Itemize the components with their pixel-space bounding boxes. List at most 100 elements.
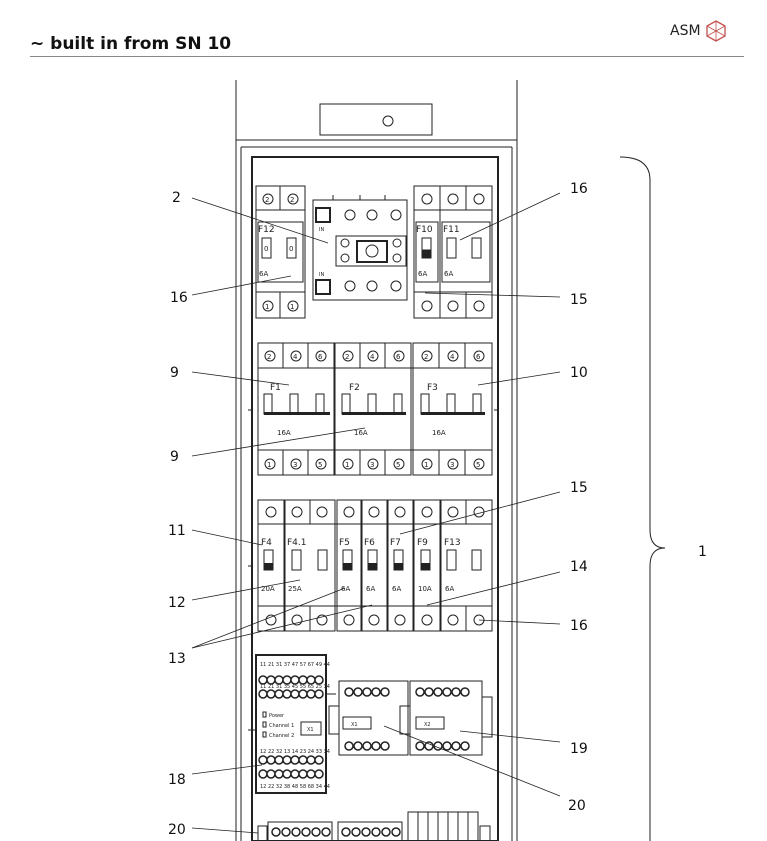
header-rule (30, 56, 744, 57)
callout-14: 14 (570, 559, 588, 575)
relay-top-labels: 11 21 31 37 47 57 67 49 44 (260, 662, 330, 668)
f3-mark-6: 6 (476, 353, 481, 361)
f13-name: F13 (444, 538, 461, 548)
relay-tag: X1 (307, 727, 314, 733)
f3-mark-4: 4 (450, 353, 455, 361)
f6-name: F6 (364, 538, 375, 548)
callout-20-right: 20 (568, 798, 586, 814)
f5-name: F5 (339, 538, 350, 548)
f12-mark-2a: 2 (265, 196, 269, 204)
f10-name: F10 (416, 225, 433, 235)
f3-mark-5: 5 (476, 461, 480, 469)
f1-rating: 16A (277, 429, 291, 437)
f2-mark-6: 6 (396, 353, 401, 361)
callout-1: 1 (698, 544, 707, 560)
callout-15-top: 15 (570, 292, 588, 308)
f3-mark-1: 1 (424, 461, 428, 469)
callout-16-left: 16 (170, 290, 188, 306)
f2-name: F2 (349, 383, 360, 393)
f3-rating: 16A (432, 429, 446, 437)
callout-20-left: 20 (168, 822, 186, 838)
cube-icon (706, 20, 726, 42)
relay-led-power: Power (269, 713, 285, 719)
f6-rating: 6A (366, 585, 375, 593)
f2-mark-1: 1 (345, 461, 349, 469)
module-blocks (328, 680, 493, 756)
module-terminals (344, 687, 470, 751)
relay-bottom-labels-2: 12 22 32 38 48 58 68 34 44 (260, 784, 330, 790)
row3-levers (264, 563, 430, 570)
cabinet-frame (235, 80, 518, 841)
three-pole-breakers (248, 342, 498, 476)
f1-mark-6: 6 (318, 353, 323, 361)
breaker-F12 (255, 185, 306, 319)
three-pole-bars (264, 412, 485, 415)
f9-name: F9 (417, 538, 428, 548)
f3-name: F3 (427, 383, 438, 393)
callout-12: 12 (168, 595, 186, 611)
f41-name: F4.1 (287, 538, 307, 548)
row3-breakers (248, 499, 493, 632)
callout-16-top-right: 16 (570, 181, 588, 197)
relay-terminals (258, 675, 324, 779)
callout-9-top: 9 (170, 365, 179, 381)
f2-mark-5: 5 (396, 461, 400, 469)
f3-mark-3: 3 (450, 461, 454, 469)
f2-rating: 16A (354, 429, 368, 437)
f12-rating: 6A (259, 270, 268, 278)
f5-rating: 6A (341, 585, 350, 593)
callout-19: 19 (570, 741, 588, 757)
main-in-top: IN (319, 227, 324, 233)
three-pole-terminals (264, 350, 485, 470)
callout-9-bottom: 9 (170, 449, 179, 465)
f1-mark-3: 3 (293, 461, 297, 469)
f11-rating: 6A (444, 270, 453, 278)
f1-mark-2: 2 (267, 353, 271, 361)
f4-name: F4 (261, 538, 272, 548)
relay-led-ch2: Channel 2 (269, 733, 294, 739)
bottom-strip-terminals (271, 827, 401, 837)
f7-name: F7 (390, 538, 401, 548)
f12-mark-1a: 1 (265, 303, 269, 311)
safety-relay (248, 654, 336, 794)
f2-mark-4: 4 (370, 353, 375, 361)
f3-mark-2: 2 (424, 353, 428, 361)
relay-bottom-labels: 12 22 32 13 14 23 24 33 34 (260, 749, 330, 755)
brace-1 (619, 156, 666, 841)
callout-11: 11 (168, 523, 186, 539)
bottom-terminal-strip (257, 811, 491, 841)
f1-name: F1 (270, 383, 281, 393)
breaker-F10-F11 (413, 185, 493, 319)
f4-rating: 20A (261, 585, 275, 593)
f12-zero-a: 0 (264, 245, 268, 253)
main-in-bottom: IN (319, 272, 324, 278)
module-x2-tag: X2 (424, 722, 431, 728)
callout-18: 18 (168, 772, 186, 788)
f41-rating: 25A (288, 585, 302, 593)
f12-zero-b: 0 (289, 245, 293, 253)
f1-mark-4: 4 (293, 353, 298, 361)
f1-mark-5: 5 (318, 461, 322, 469)
f12-mark-2b: 2 (290, 196, 294, 204)
relay-led-ch1: Channel 1 (269, 723, 294, 729)
callout-leaders (191, 192, 561, 834)
callout-15-mid: 15 (570, 480, 588, 496)
f10-rating: 6A (418, 270, 427, 278)
f12-mark-1b: 1 (290, 303, 294, 311)
f2-mark-3: 3 (370, 461, 374, 469)
main-switch (312, 195, 408, 301)
f9-rating: 10A (418, 585, 432, 593)
callout-16-bottom-right: 16 (570, 618, 588, 634)
f1-mark-1: 1 (267, 461, 271, 469)
f11-name: F11 (443, 225, 460, 235)
f13-rating: 6A (445, 585, 454, 593)
f12-name: F12 (258, 225, 275, 235)
module-x1-tag: X1 (351, 722, 358, 728)
row3-terminals (265, 506, 485, 626)
callout-10: 10 (570, 365, 588, 381)
relay-top-labels-2: 11 21 31 35 45 55 65 25 34 (260, 684, 330, 690)
brand-name: ASM (670, 23, 701, 39)
callout-2: 2 (172, 190, 181, 206)
brand-logo: ASM (670, 20, 727, 42)
